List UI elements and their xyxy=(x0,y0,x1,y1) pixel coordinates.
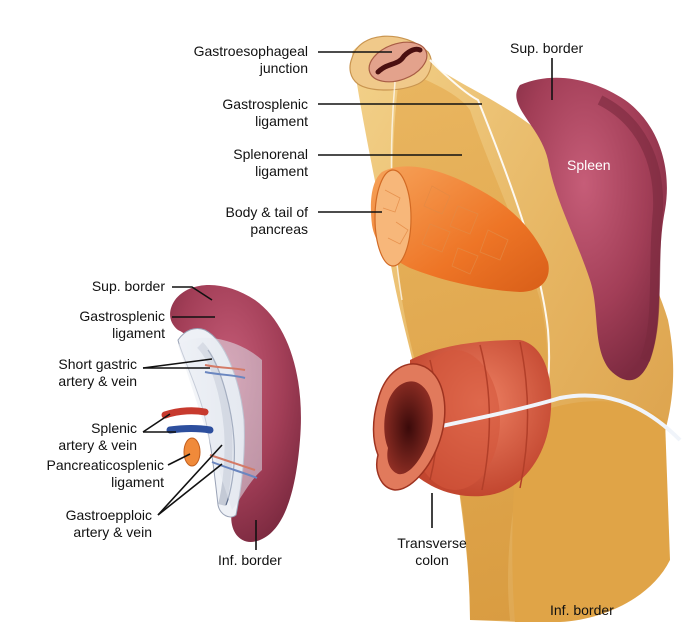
label-sup-border-inset: Sup. border xyxy=(91,278,165,294)
label-line: colon xyxy=(415,552,449,568)
label-line: artery & vein xyxy=(58,373,137,389)
label-line: ligament xyxy=(255,163,308,179)
label-line: Pancreaticosplenic xyxy=(46,457,164,473)
label-line: Gastrosplenic xyxy=(222,96,308,112)
label-line: ligament xyxy=(255,113,308,129)
label-line: ligament xyxy=(111,474,164,490)
label-pancreaticosplenic-ligament: Pancreaticosplenic ligament xyxy=(0,457,164,491)
inset-spleen xyxy=(161,285,301,542)
leader-lines xyxy=(142,51,553,550)
label-inf-border-main: Inf. border xyxy=(550,602,614,618)
label-splenic-artery-vein: Splenic artery & vein xyxy=(0,420,137,454)
label-gastrosplenic-ligament-inset: Gastrosplenic ligament xyxy=(20,308,165,342)
label-transverse-colon: Transverse colon xyxy=(380,535,484,569)
label-line: Splenorenal xyxy=(233,146,308,162)
label-gastroesophageal-junction: Gastroesophageal junction xyxy=(160,43,308,77)
label-line: Short gastric xyxy=(58,356,137,372)
label-line: ligament xyxy=(112,325,165,341)
label-line: Gastroesophageal xyxy=(193,43,308,59)
label-gastroepiploic: Gastroepploic artery & vein xyxy=(0,507,152,541)
label-line: artery & vein xyxy=(58,437,137,453)
label-splenorenal-ligament: Splenorenal ligament xyxy=(160,146,308,180)
spleen-main xyxy=(516,77,667,381)
label-line: pancreas xyxy=(250,221,308,237)
label-line: Transverse xyxy=(397,535,467,551)
label-sup-border-main: Sup. border xyxy=(510,40,584,56)
label-gastrosplenic-ligament: Gastrosplenic ligament xyxy=(160,96,308,130)
label-spleen: Spleen xyxy=(567,157,611,173)
label-line: Splenic xyxy=(91,420,137,436)
transverse-colon xyxy=(372,340,682,497)
pancreas-main xyxy=(370,166,549,292)
label-inf-border-inset: Inf. border xyxy=(218,552,282,568)
label-line: Gastroepploic xyxy=(65,507,152,523)
lower-fat xyxy=(512,401,670,622)
label-line: junction xyxy=(259,60,308,76)
label-short-gastric: Short gastric artery & vein xyxy=(0,356,137,390)
label-line: artery & vein xyxy=(73,524,152,540)
label-line: Gastrosplenic xyxy=(79,308,165,324)
label-body-tail-pancreas: Body & tail of pancreas xyxy=(160,204,309,238)
label-line: Body & tail of xyxy=(225,204,309,220)
